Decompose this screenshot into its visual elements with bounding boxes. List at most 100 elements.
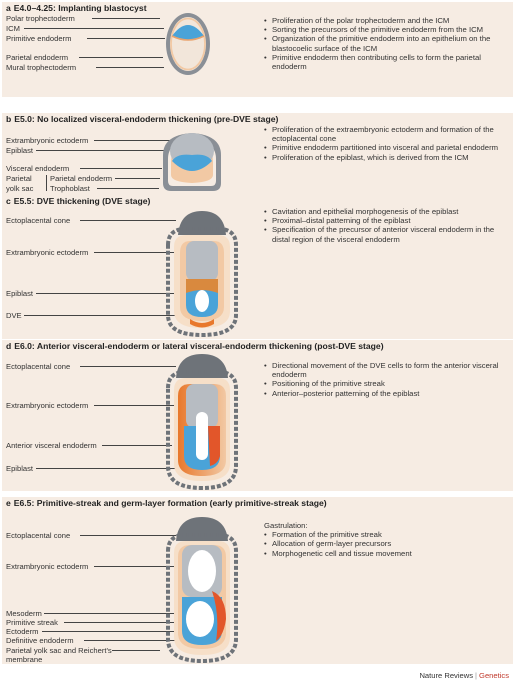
panel-c-bullets: Cavitation and epithelial morphogenesis …: [264, 207, 509, 244]
panel-e-letter: e: [6, 498, 11, 508]
panel-c-letter: c: [6, 196, 11, 206]
bullet: Proliferation of the polar trophectoderm…: [264, 16, 509, 25]
label-dve: DVE: [6, 311, 22, 320]
label-ectoplacental-cone-e: Ectoplacental cone: [6, 531, 71, 540]
leader-primitive-streak: [64, 622, 176, 623]
label-trophoblast: Trophoblast: [50, 184, 90, 193]
panel-d-bullets: Directional movement of the DVE cells to…: [264, 361, 509, 398]
journal-name: Nature Reviews: [419, 671, 474, 680]
bullet: Proximal–distal patterning of the epibla…: [264, 216, 509, 225]
bracket: [42, 175, 47, 191]
leader-ectoplacental-cone-d: [80, 366, 176, 367]
label-mural-trophectoderm: Mural trophectoderm: [6, 63, 77, 72]
label-epiblast-d: Epiblast: [6, 464, 34, 473]
bullet: Anterior–posterior patterning of the epi…: [264, 389, 509, 398]
leader-extraembryonic-ectoderm-e: [94, 566, 176, 567]
panel-b-title-text: E5.0: No localized visceral-endoderm thi…: [14, 114, 279, 124]
leader-ectoderm: [42, 631, 176, 632]
label-icm: ICM: [6, 24, 20, 33]
panel-e-bullets: Gastrulation: Formation of the primitive…: [264, 521, 509, 558]
bullet: Formation of the primitive streak: [264, 530, 509, 539]
leader-parietal-endoderm-b: [115, 178, 160, 179]
footer-separator: |: [475, 671, 478, 680]
label-ectoderm: Ectoderm: [6, 627, 39, 636]
label-parietal-endoderm: Parietal endoderm: [6, 53, 69, 62]
leader-primitive-endoderm: [87, 38, 165, 39]
journal-section: Genetics: [479, 671, 509, 680]
bullet: Specification of the precursor of anteri…: [264, 225, 509, 243]
label-parietal: Parietal: [6, 174, 32, 183]
primitive-streak-embryo-diagram: [166, 517, 238, 664]
bullet: Primitive endoderm then contributing cel…: [264, 53, 509, 71]
panel-b-bullets: Proliferation of the extraembryonic ecto…: [264, 125, 509, 162]
bullet: Allocation of germ-layer precursors: [264, 539, 509, 548]
panel-b-letter: b: [6, 114, 12, 124]
leader-visceral-endoderm: [80, 168, 162, 169]
leader-ectoplacental-cone: [80, 220, 176, 221]
leader-ectoplacental-cone-e: [80, 535, 176, 536]
leader-epiblast-c: [36, 293, 179, 294]
label-visceral-endoderm: Visceral endoderm: [6, 164, 70, 173]
bullet: Proliferation of the epiblast, which is …: [264, 153, 509, 162]
dve-stage-embryo-diagram: [166, 211, 238, 338]
panel-d-letter: d: [6, 341, 12, 351]
leader-icm: [24, 28, 164, 29]
bullet: Morphogenetic cell and tissue movement: [264, 549, 509, 558]
journal-footer: Nature Reviews|Genetics: [419, 671, 509, 680]
label-ectoplacental-cone: Ectoplacental cone: [6, 216, 71, 225]
label-ectoplacental-cone-d: Ectoplacental cone: [6, 362, 71, 371]
label-membrane: membrane: [6, 655, 43, 664]
leader-epiblast: [36, 150, 174, 151]
label-primitive-streak: Primitive streak: [6, 618, 58, 627]
gastrulation-heading: Gastrulation:: [264, 521, 308, 530]
panel-a-letter: a: [6, 3, 11, 13]
leader-epiblast-d: [36, 468, 179, 469]
leader-dve: [24, 315, 182, 316]
label-extraembryonic-ectoderm-d: Extrambryonic ectoderm: [6, 401, 89, 410]
panel-c-title-text: E5.5: DVE thickening (DVE stage): [13, 196, 151, 206]
bullet: Positioning of the primitive streak: [264, 379, 509, 388]
bullet: Proliferation of the extraembryonic ecto…: [264, 125, 509, 143]
label-extraembryonic-ectoderm: Extrambryonic ectoderm: [6, 136, 89, 145]
leader-parietal-yolk-sac-reicherts: [112, 650, 160, 651]
label-mesoderm: Mesoderm: [6, 609, 42, 618]
panel-d-title-text: E6.0: Anterior visceral-endoderm or late…: [14, 341, 384, 351]
leader-extraembryonic-ectoderm-d: [94, 405, 176, 406]
bullet: Primitive endoderm partitioned into visc…: [264, 143, 509, 152]
label-definitive-endoderm: Definitive endoderm: [6, 636, 74, 645]
label-parietal-endoderm-b: Parietal endoderm: [50, 174, 113, 183]
panel-a-title-text: E4.0–4.25: Implanting blastocyst: [13, 3, 147, 13]
leader-extraembryonic-ectoderm: [94, 140, 174, 141]
leader-mural-trophectoderm: [96, 67, 164, 68]
bullet: Sorting the precursors of the primitive …: [264, 25, 509, 34]
bullet: Cavitation and epithelial morphogenesis …: [264, 207, 509, 216]
label-anterior-visceral-endoderm: Anterior visceral endoderm: [6, 441, 97, 450]
leader-parietal-endoderm: [79, 57, 163, 58]
label-yolk-sac: yolk sac: [6, 184, 34, 193]
label-primitive-endoderm: Primitive endoderm: [6, 34, 72, 43]
leader-polar-trophectoderm: [92, 18, 160, 19]
label-extraembryonic-ectoderm-e: Extrambryonic ectoderm: [6, 562, 89, 571]
bullet: Organization of the primitive endoderm i…: [264, 34, 509, 52]
label-epiblast: Epiblast: [6, 146, 34, 155]
pre-dve-embryo-diagram: [163, 133, 221, 191]
label-polar-trophectoderm: Polar trophectoderm: [6, 14, 75, 23]
panel-a-bullets: Proliferation of the polar trophectoderm…: [264, 16, 509, 71]
bullet: Directional movement of the DVE cells to…: [264, 361, 509, 379]
blastocyst-diagram: [166, 13, 210, 75]
leader-extraembryonic-ectoderm-c: [94, 252, 176, 253]
label-extraembryonic-ectoderm-c: Extrambryonic ectoderm: [6, 248, 89, 257]
label-epiblast-c: Epiblast: [6, 289, 34, 298]
panel-e-title-text: E6.5: Primitive-streak and germ-layer fo…: [13, 498, 327, 508]
leader-trophoblast: [97, 188, 159, 189]
